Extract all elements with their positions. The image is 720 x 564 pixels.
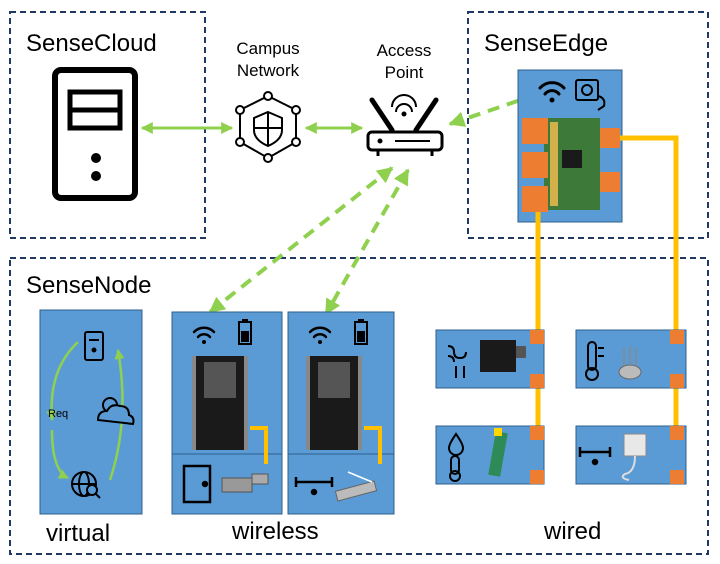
sensenode-title: SenseNode	[26, 272, 152, 299]
thermometer-icon	[585, 341, 604, 381]
wired-sensor-leak	[575, 425, 687, 485]
virtual-node-card	[39, 309, 143, 515]
server-icon	[52, 67, 138, 201]
wired-sensor-airflow	[435, 329, 545, 389]
campus-network-label: Campus Network	[228, 38, 308, 82]
server-icon	[84, 331, 104, 361]
ap-node2-wireless-link	[324, 168, 410, 316]
globe-search-icon	[71, 471, 101, 499]
sensenode-region	[9, 257, 709, 555]
wired-sensor-temperature-probe	[575, 329, 687, 389]
wireless-node-card-2	[287, 311, 395, 515]
thermometer-icon	[449, 455, 461, 482]
ap-edge-wireless-link	[448, 91, 540, 127]
battery-icon	[238, 319, 252, 345]
sun-cloud-icon	[96, 397, 135, 426]
edge-gateway-card	[517, 69, 623, 223]
wifi-icon	[192, 326, 216, 344]
router-icon	[366, 94, 444, 156]
access-point-line2: Point	[384, 63, 424, 82]
wifi-icon	[308, 326, 332, 344]
wifi-icon	[538, 81, 566, 103]
door-icon	[182, 464, 212, 504]
wired-sensor-humidity-temperature	[435, 425, 545, 485]
pipe-leak-icon	[578, 447, 612, 466]
power-plug-icon	[575, 79, 606, 111]
wireless-node-card-1	[171, 311, 283, 515]
sensecloud-title: SenseCloud	[26, 30, 157, 57]
airflow-icon	[447, 345, 467, 378]
pipe-leak-icon	[294, 477, 334, 496]
access-point-label: Access Point	[364, 40, 444, 84]
req-label: Req	[48, 408, 69, 420]
droplet-icon	[447, 432, 465, 456]
campus-network-line1: Campus	[236, 39, 300, 58]
category-wired: wired	[544, 518, 602, 545]
battery-icon	[354, 319, 368, 345]
category-wireless: wireless	[232, 518, 319, 545]
access-point-line1: Access	[376, 41, 432, 60]
campus-network-line2: Network	[236, 61, 300, 80]
shield-network-icon	[235, 91, 301, 163]
senseedge-region	[467, 11, 709, 239]
wired-bus	[535, 135, 679, 430]
senseedge-title: SenseEdge	[484, 30, 609, 57]
ap-node1-wireless-link	[208, 166, 394, 314]
category-virtual: virtual	[46, 520, 111, 547]
